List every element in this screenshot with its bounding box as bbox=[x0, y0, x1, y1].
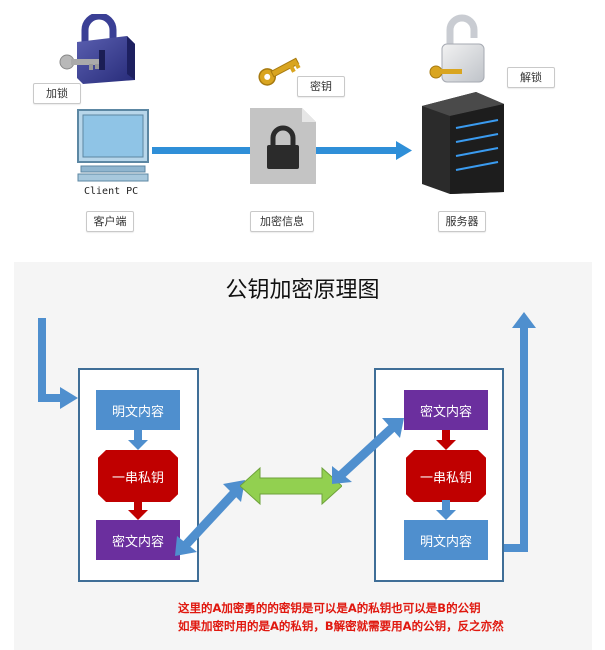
client-label: 客户端 bbox=[86, 211, 134, 232]
left-diagonal-arrow bbox=[175, 480, 245, 556]
left-private-key-node: 一串私钥 bbox=[98, 450, 178, 502]
right-arrow-down-2 bbox=[436, 500, 456, 520]
client-pc-label: Client PC bbox=[84, 186, 139, 197]
note-line-2: 如果加密时用的是A的私钥，B解密就需要用A的公钥，反之亦然 bbox=[178, 619, 504, 633]
server-label: 服务器 bbox=[438, 211, 486, 232]
right-flow-box: 密文内容 一串私钥 明文内容 bbox=[374, 368, 504, 582]
locked-document-icon bbox=[250, 108, 316, 184]
server-icon bbox=[422, 92, 504, 194]
right-private-key-node: 一串私钥 bbox=[406, 450, 486, 502]
padlock-key-icon bbox=[59, 14, 135, 84]
right-diagonal-arrow bbox=[332, 418, 404, 484]
open-padlock-icon bbox=[429, 14, 485, 83]
note-line-1: 这里的A加密勇的的密钥是可以是A的私钥也可以是B的公钥 bbox=[178, 601, 481, 615]
output-arrow bbox=[502, 312, 536, 552]
right-ciphertext-node: 密文内容 bbox=[404, 390, 488, 430]
right-arrow-down-1 bbox=[436, 430, 456, 450]
left-plaintext-node: 明文内容 bbox=[96, 390, 180, 430]
right-plaintext-node: 明文内容 bbox=[404, 520, 488, 560]
gold-key-icon bbox=[258, 57, 301, 86]
unlock-label: 解锁 bbox=[507, 67, 555, 88]
left-arrow-down-2 bbox=[128, 500, 148, 520]
green-double-arrow bbox=[240, 466, 342, 506]
monitor-icon bbox=[77, 109, 149, 182]
left-arrow-down-1 bbox=[128, 430, 148, 450]
lock-label: 加锁 bbox=[33, 83, 81, 104]
left-ciphertext-node: 密文内容 bbox=[96, 520, 180, 560]
key-label: 密钥 bbox=[297, 76, 345, 97]
input-arrow bbox=[38, 318, 78, 409]
encrypted-info-label: 加密信息 bbox=[250, 211, 314, 232]
diagram-title: 公钥加密原理图 bbox=[225, 278, 380, 303]
